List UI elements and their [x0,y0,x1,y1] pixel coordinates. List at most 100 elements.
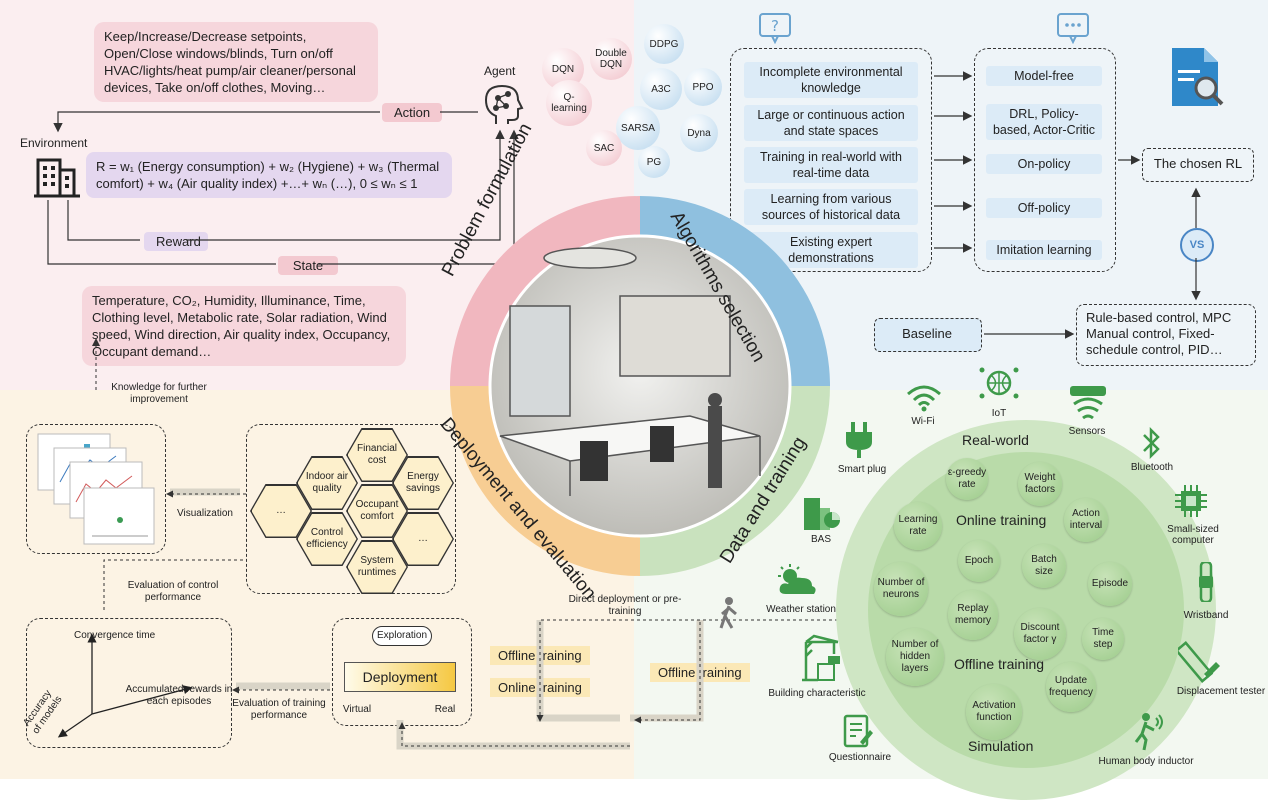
baseline-methods-box [1076,304,1256,366]
iot-icon [978,362,1020,409]
agent-icon [478,80,526,133]
svg-text:?: ? [771,17,779,35]
baseline-methods-label: Rule-based control, MPC Manual control, … [1086,310,1232,357]
agent-label: Agent [484,64,516,78]
person-icon [716,596,742,635]
wifi-label: Wi-Fi [911,416,935,427]
state-label: State [278,256,338,275]
wifi-icon [906,384,942,417]
vs-icon: VS [1180,228,1214,262]
real-label: Real [434,704,456,715]
reward-label: Reward [144,232,208,251]
vs-label: VS [1189,239,1205,251]
bas-icon [800,494,842,539]
condition-item: Large or continuous action and state spa… [744,105,918,141]
document-search-icon [1166,44,1228,115]
environment-label: Environment [20,136,88,150]
reward-formula-box: R = w₁ (Energy consumption) + w₂ (Hygien… [86,152,452,198]
bluetooth-label: Bluetooth [1130,462,1174,473]
baseline-box [874,318,982,352]
questionnaire-label: Questionnaire [828,752,892,763]
simulation-label: Simulation [968,738,1034,754]
node-replay-memory: Replay memory [948,590,998,640]
node-time-step: Time step [1082,618,1124,660]
hex-energy-savings: Energy savings [392,456,454,510]
computer-icon [1174,484,1208,523]
bluetooth-icon [1140,426,1164,465]
action-label: Action [382,103,442,122]
method-item: On-policy [986,154,1102,174]
node-batch-size: Batch size [1022,544,1066,588]
conditions-box [730,48,932,272]
algo-bubble-sac: SAC [586,130,622,166]
human-body-inductor-icon [1132,712,1164,757]
offline-training-title: Offline training [954,656,1045,672]
algo-bubble-sarsa: SARSA [616,106,660,150]
condition-item: Incomplete environmental knowledge [744,62,918,98]
algo-bubble-q-learning: Q-learning [546,80,592,126]
method-item: Model-free [986,66,1102,86]
node-discount-factor: Discount factor γ [1014,608,1066,660]
wristband-label: Wristband [1183,610,1229,621]
accumulated-label: Accumulated rewards in each episodes [125,684,233,707]
questionnaire-icon [842,714,874,755]
hex-ellipsis: … [250,484,312,538]
building-characteristic-label: Building characteristic [768,688,866,699]
deployment-label: Deployment [362,669,438,685]
node-action-interval: Action interval [1064,498,1108,542]
visualization-box [26,424,166,554]
hex-system-runtimes: System runtimes [346,540,408,594]
exploration-pill: Exploration [372,626,432,646]
methods-box [974,48,1116,272]
wristband-icon [1196,560,1216,607]
state-box: Temperature, CO₂, Humidity, Illuminance,… [82,286,406,366]
node-number-of-neurons: Number of neurons [874,562,928,616]
bas-label: BAS [810,534,831,545]
algo-bubble-ppo: PPO [684,68,722,106]
sensors-label: Sensors [1068,426,1106,437]
chosen-rl-box [1142,148,1254,182]
visualization-label: Visualization [177,508,233,519]
method-item: DRL, Policy-based, Actor-Critic [986,104,1102,140]
exploration-label: Exploration [376,630,428,641]
displacement-tester-icon [1174,640,1222,689]
hex-financial-cost: Financial cost [346,428,408,482]
metrics-box [246,424,456,594]
hex-control-efficiency: Control efficiency [296,512,358,566]
algo-bubble-dyna: Dyna [680,114,718,152]
chat-icon [1056,12,1090,49]
node-activation-function: Activation function [966,684,1022,740]
direct-deployment-label: Direct deployment or pre-training [568,594,682,617]
chart-thumbnails [36,432,156,553]
iot-label: IoT [991,408,1007,419]
building-characteristic-icon [796,634,842,687]
question-icon: ? [758,12,792,49]
algo-bubble-a3c: A3C [640,68,682,110]
algo-bubble-pg: PG [638,146,670,178]
displacement-tester-label: Displacement tester [1176,686,1266,697]
algorithms-arrows [934,71,1201,339]
computer-label: Small-sized computer [1167,524,1219,546]
node-learning-rate: Learning rate [894,502,942,550]
chosen-rl-label: The chosen RL [1153,156,1243,171]
convergence-label: Convergence time [74,630,156,641]
centre-ring [450,196,830,576]
node-number-of-hidden-layers: Number of hidden layers [886,628,944,686]
online-training-title: Online training [956,512,1047,528]
virtual-label: Virtual [342,704,372,715]
weather-station-icon [774,562,820,603]
method-item: Imitation learning [986,240,1102,260]
baseline-label: Baseline [902,326,952,341]
condition-item: Training in real-world with real-time da… [744,147,918,183]
actions-box: Keep/Increase/Decrease setpoints, Open/C… [94,22,378,102]
hex-indoor-air-quality: Indoor air quality [296,456,358,510]
node-episode: Episode [1088,562,1132,606]
real-world-label: Real-world [962,432,1029,448]
sensors-icon [1066,384,1110,429]
eval-training-label: Evaluation of training performance [232,698,326,721]
hex-occupant-comfort: Occupant comfort [346,484,408,538]
node-epoch: Epoch [958,540,1000,582]
node-update-frequency: Update frequency [1046,662,1096,712]
human-body-inductor-label: Human body inductor [1098,756,1194,767]
eval-control-label: Evaluation of control performance [127,580,219,603]
